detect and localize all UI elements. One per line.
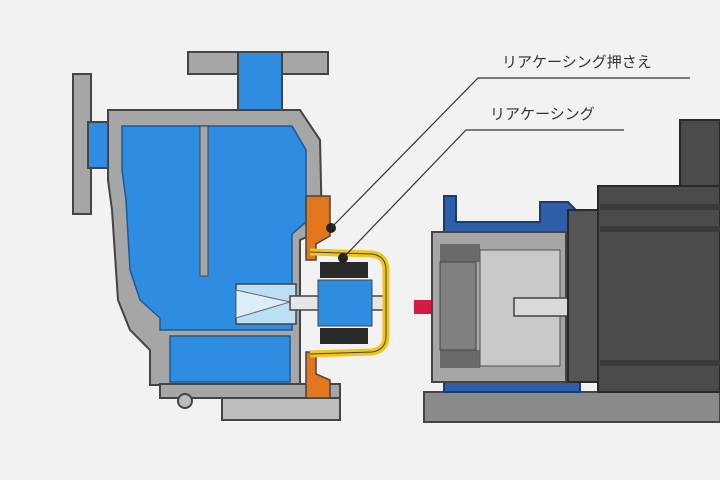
rear-casing-outline: [309, 251, 387, 355]
motor-base-plate: [423, 391, 720, 423]
motor-shaft: [513, 297, 569, 317]
callout-lines: [330, 77, 690, 259]
inner-rotor: [317, 279, 373, 327]
inner-magnet-top: [320, 262, 368, 278]
callout-label-rear-casing-retainer: リアケーシング押さえ: [502, 53, 652, 71]
inner-magnet-bottom: [320, 328, 368, 344]
rear-casing-retainer: [305, 195, 331, 261]
motor-body: [597, 185, 720, 393]
leader-line-casing: [342, 129, 624, 259]
leader-line-retainer: [330, 77, 690, 229]
motor-fin-1: [600, 204, 720, 210]
bolt-icon: [177, 393, 193, 409]
outer-magnet-top: [440, 244, 480, 262]
motor-assembly: [423, 119, 720, 423]
base-foot: [221, 397, 341, 421]
pump-chamber: [121, 125, 307, 331]
impeller-vanes: [235, 289, 292, 319]
outer-magnet-bottom: [440, 350, 480, 368]
motor-fin-2: [600, 226, 720, 232]
lower-chamber: [169, 335, 291, 383]
pump-cross-section: [72, 51, 390, 421]
outer-magnet-body: [439, 261, 477, 351]
motor-flange: [567, 209, 601, 383]
motor-fin-3: [600, 360, 720, 366]
rear-casing-retainer-lower: [305, 351, 331, 399]
callout-label-rear-casing: リアケーシング: [490, 105, 595, 123]
divider-wall: [199, 125, 209, 277]
motor-terminal-box: [679, 119, 720, 187]
